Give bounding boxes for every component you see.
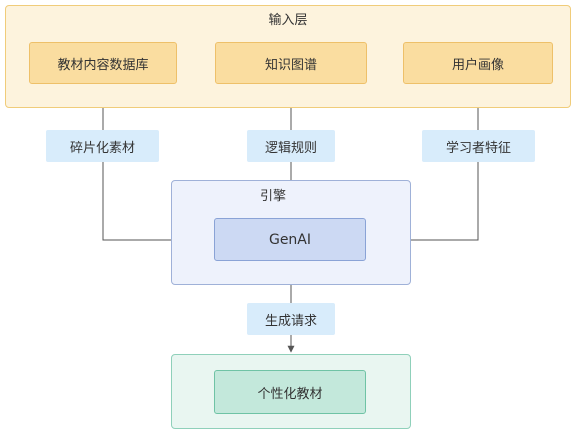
node-personalized-textbook: 个性化教材 <box>214 370 366 414</box>
engine-title: 引擎 <box>259 189 286 204</box>
node-genai: GenAI <box>214 218 366 261</box>
edge-label-fragmented-material: 碎片化素材 <box>46 130 159 162</box>
input-layer-title: 输入层 <box>268 13 308 28</box>
node-textbook-database: 教材内容数据库 <box>29 42 177 84</box>
edge-label-logic-rules: 逻辑规则 <box>247 130 335 162</box>
node-user-profile: 用户画像 <box>403 42 553 84</box>
node-knowledge-graph: 知识图谱 <box>215 42 367 84</box>
edge-label-learner-features: 学习者特征 <box>422 130 535 162</box>
edge-label-generation-request: 生成请求 <box>247 303 335 335</box>
